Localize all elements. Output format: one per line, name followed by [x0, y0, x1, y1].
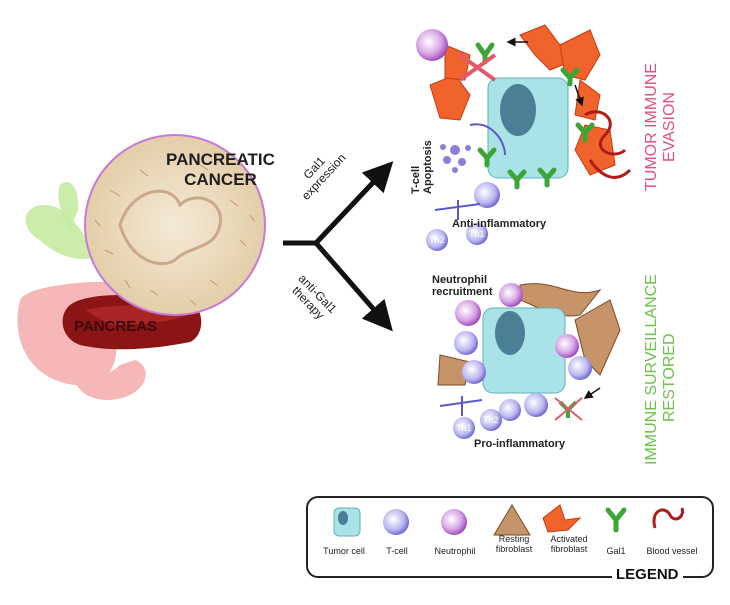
legend-resting-line1: Resting: [498, 534, 530, 544]
tcell-apoptosis-line1: T-cell: [410, 165, 422, 194]
legend-activated-line1: Activated: [550, 534, 588, 544]
neutrophil-recruitment-line1: Neutrophil: [432, 274, 487, 286]
th2-bottom-label: Th2: [483, 415, 499, 425]
tcell-apoptosis-line2: Apoptosis: [422, 140, 434, 194]
legend-item-neutrophil: Neutrophil: [434, 546, 476, 556]
immune-surveillance-title: IMMUNE SURVEILLANCE RESTORED: [643, 274, 679, 465]
immune-surveillance-line2: RESTORED: [661, 333, 678, 422]
top-panel: [416, 24, 632, 251]
immune-surveillance-line1: IMMUNE SURVEILLANCE: [643, 274, 660, 465]
legend-item-resting-fibroblast: Resting fibroblast: [492, 534, 536, 554]
legend-item-tumor-cell: Tumor cell: [323, 546, 365, 556]
th1-bottom-label: Th1: [456, 423, 472, 433]
pancreas-label: PANCREAS: [74, 318, 158, 335]
legend-icons: [333, 504, 684, 537]
legend-item-t-cell: T-cell: [386, 546, 408, 556]
pancreatic-cancer-line2: CANCER: [184, 170, 257, 189]
legend-title: LEGEND: [612, 566, 683, 583]
branch-arrows: [283, 161, 394, 332]
neutrophil-recruitment-label: Neutrophil recruitment: [432, 274, 493, 298]
pro-inflammatory-label: Pro-inflammatory: [474, 438, 566, 450]
tumor-immune-evasion-title: TUMOR IMMUNE EVASION: [643, 62, 679, 192]
pancreatic-cancer-label: PANCREATIC CANCER: [166, 150, 275, 190]
legend-item-gal1: Gal1: [606, 546, 626, 556]
anti-inflammatory-label: Anti-inflammatory: [452, 218, 547, 230]
legend-box: Tumor cell T-cell Neutrophil Resting fib…: [306, 496, 714, 578]
tumor-immune-line2: EVASION: [661, 92, 678, 162]
th1-top-label: Th1: [469, 229, 485, 239]
legend-item-blood-vessel: Blood vessel: [646, 546, 698, 556]
th2-top-label: Th2: [429, 235, 445, 245]
legend-item-activated-fibroblast: Activated fibroblast: [544, 534, 594, 554]
histology-circle: [84, 134, 266, 316]
legend-activated-line2: fibroblast: [550, 544, 588, 554]
tcell-apoptosis-label: T-cell Apoptosis: [410, 132, 434, 194]
neutrophil-recruitment-line2: recruitment: [432, 286, 493, 298]
legend-resting-line2: fibroblast: [495, 544, 533, 554]
pancreatic-cancer-line1: PANCREATIC: [166, 150, 275, 169]
bottom-panel: [437, 283, 621, 439]
tumor-immune-line1: TUMOR IMMUNE: [643, 63, 660, 191]
